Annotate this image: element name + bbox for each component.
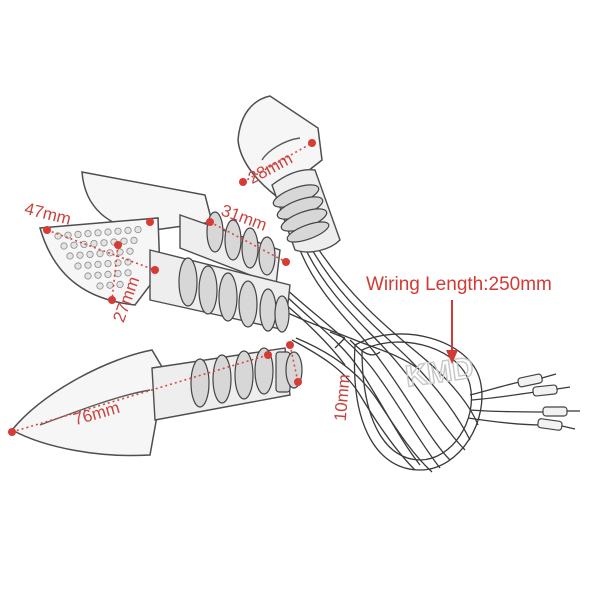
wiring-arrowhead [446,350,458,364]
led-dot [100,239,108,247]
led-dot [66,252,74,260]
led-dot [124,269,132,277]
led-dot [86,250,94,258]
led-dot [94,229,102,237]
led-dot [94,271,102,279]
wiring-length-label: Wiring Length:250mm [366,274,552,295]
led-dot [104,270,112,278]
led-dot [106,281,114,289]
led-dot [116,248,124,256]
led-dot [130,236,138,244]
led-dot [134,226,142,234]
led-dot [74,230,82,238]
led-dot [124,226,132,234]
led-dot [104,259,112,268]
led-dot [84,272,92,280]
led-dot [76,251,84,259]
indicator-top [237,95,341,253]
watermark: KMD [403,351,475,393]
wiring-callout: Wiring Length:250mm [366,274,552,364]
dim-label-47mm: 47mm [23,199,73,229]
led-dot [96,250,104,258]
wire-bundle [259,243,546,473]
led-dot [96,282,104,290]
wire-connectors [517,373,580,431]
led-dot [84,261,92,269]
led-dot [126,247,134,255]
led-dot [116,280,124,288]
led-dot [80,240,88,248]
dim-label-10mm: 10mm [331,373,354,422]
led-dot [90,240,98,248]
led-dot [94,260,102,268]
led-dot [114,227,122,235]
led-dot [120,237,128,245]
led-dot [74,262,82,270]
indicator-front [10,347,303,457]
led-dot [114,269,122,278]
led-dot [60,242,68,250]
led-dot [70,241,78,249]
dimension-10mm: 10mm [286,341,354,422]
indicator-back [81,171,281,286]
led-dot [104,228,112,236]
indicator-middle [39,217,291,333]
led-dot [84,230,92,238]
